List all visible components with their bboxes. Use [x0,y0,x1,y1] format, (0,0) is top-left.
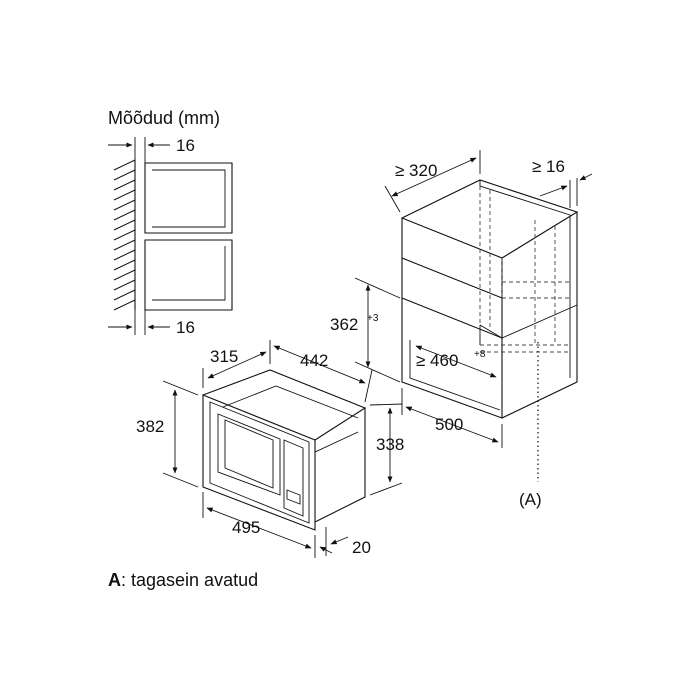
upper-box-front [401,217,503,299]
depth-dimension-line [207,351,267,379]
niche-side-label: ≥ 16 [532,157,565,176]
depth-label: 315 [210,347,238,366]
height-body-label: 338 [376,435,404,454]
front-width-label: 495 [232,518,260,537]
front-thickness-label: 20 [352,538,371,557]
side-view: 16 16 [108,136,233,337]
width-label: 442 [300,351,328,370]
control-panel [283,439,304,517]
diagram-title: Mõõdud (mm) [108,108,220,128]
appliance-top [202,369,367,441]
niche-height-tolerance: +3 [367,313,379,324]
lower-cabinet-profile [144,239,233,311]
bottom-gap-label: 16 [176,318,195,337]
upper-cabinet-profile [144,162,233,234]
microwave-appliance: 315 442 382 338 495 20 [136,340,404,558]
footnote: A: tagasein avatud [108,570,258,590]
display-icon [286,489,301,505]
upper-box-top [401,179,579,259]
right-side-panel [501,212,578,419]
niche-width-label: ≥ 460 [416,351,458,370]
wall-hatching [113,159,136,311]
lower-niche-front [401,298,503,419]
niche-width-dimension-line [415,345,497,378]
niche-cabinet: ≥ 320 ≥ 16 362 +3 ≥ 460 +8 500 (A) [330,150,593,509]
niche-depth-dimension-line [391,157,477,197]
footnote-text: : tagasein avatud [121,570,258,590]
lower-cabinet-inner [152,246,226,301]
svg-text:A: tagasein avatud: A: tagasein avatud [108,570,258,590]
front-width-dimension-line [206,507,312,549]
width-dimension-line [273,345,366,384]
appliance-side [314,408,366,523]
footnote-key: A [108,570,121,590]
shelf-edge [401,258,503,339]
door-window [217,413,281,496]
upper-cabinet-inner [152,169,226,228]
cabinet-depth-label: 500 [435,415,463,434]
appliance-front-frame [202,394,316,531]
niche-depth-label: ≥ 320 [395,161,437,180]
open-back-marker: (A) [519,490,542,509]
height-front-label: 382 [136,417,164,436]
niche-height-label: 362 [330,315,358,334]
top-gap-label: 16 [176,136,195,155]
niche-width-tolerance: +8 [474,349,486,360]
cabinet-depth-dimension-line [405,406,499,443]
